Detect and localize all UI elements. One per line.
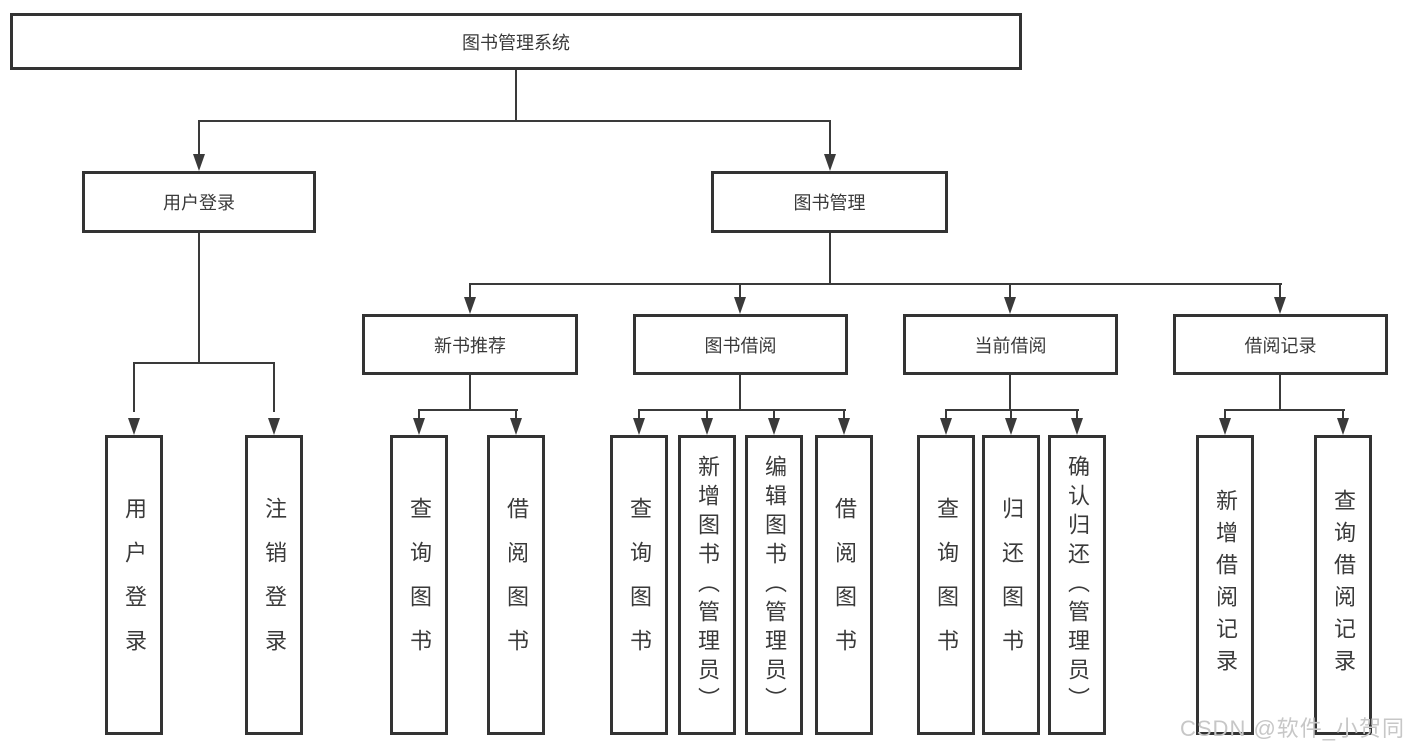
leaf-current-confirm-return: 确认归还（管理员） <box>1048 435 1106 735</box>
leaf-label: 归还图书 <box>999 497 1024 673</box>
leaf-recommend-borrow-book: 借阅图书 <box>487 435 545 735</box>
connector-line <box>829 233 831 285</box>
node-borrow-records: 借阅记录 <box>1173 314 1388 375</box>
leaf-label: 编辑图书（管理员） <box>762 454 787 716</box>
connector-line <box>198 120 831 122</box>
arrow-down-icon <box>633 418 645 435</box>
leaf-borrow-query-book: 查询图书 <box>610 435 668 735</box>
connector-line <box>515 70 517 121</box>
leaf-current-return-book: 归还图书 <box>982 435 1040 735</box>
leaf-records-add-record: 新增借阅记录 <box>1196 435 1254 735</box>
arrow-down-icon <box>734 297 746 314</box>
connector-line <box>198 120 200 158</box>
leaf-user-login: 用户登录 <box>105 435 163 735</box>
arrow-down-icon <box>268 418 280 435</box>
node-root-label: 图书管理系统 <box>462 32 570 53</box>
leaf-borrow-add-book: 新增图书（管理员） <box>678 435 736 735</box>
arrow-down-icon <box>768 418 780 435</box>
connector-line <box>706 409 708 421</box>
connector-line <box>515 409 517 421</box>
leaf-current-query-book: 查询图书 <box>917 435 975 735</box>
leaf-label: 新增借阅记录 <box>1213 489 1238 681</box>
connector-line <box>273 362 275 412</box>
leaf-records-query-record: 查询借阅记录 <box>1314 435 1372 735</box>
connector-line <box>1010 409 1012 421</box>
arrow-down-icon <box>1219 418 1231 435</box>
node-new-book-recommend: 新书推荐 <box>362 314 578 375</box>
node-new-book-recommend-label: 新书推荐 <box>434 335 506 356</box>
connector-line <box>773 409 775 421</box>
leaf-label: 确认归还（管理员） <box>1065 454 1090 716</box>
node-user-login: 用户登录 <box>82 171 316 233</box>
connector-line <box>829 120 831 158</box>
leaf-label: 查询图书 <box>627 497 652 673</box>
arrow-down-icon <box>1274 297 1286 314</box>
leaf-label: 查询借阅记录 <box>1331 489 1356 681</box>
arrow-down-icon <box>193 154 205 171</box>
leaf-label: 借阅图书 <box>504 497 529 673</box>
connector-line <box>739 283 741 301</box>
connector-line <box>1076 409 1078 421</box>
connector-line <box>739 375 741 411</box>
leaf-label: 用户登录 <box>122 497 147 673</box>
connector-line <box>418 409 420 421</box>
leaf-recommend-query-book: 查询图书 <box>390 435 448 735</box>
connector-line <box>945 409 947 421</box>
arrow-down-icon <box>838 418 850 435</box>
connector-line <box>1224 409 1345 411</box>
connector-line <box>1342 409 1344 421</box>
arrow-down-icon <box>1005 418 1017 435</box>
node-book-management: 图书管理 <box>711 171 948 233</box>
connector-line <box>1009 283 1011 301</box>
node-book-management-label: 图书管理 <box>793 193 866 213</box>
arrow-down-icon <box>464 297 476 314</box>
arrow-down-icon <box>128 418 140 435</box>
node-current-borrow: 当前借阅 <box>903 314 1118 375</box>
leaf-label: 查询图书 <box>407 497 432 673</box>
connector-line <box>1279 375 1281 411</box>
connector-line <box>133 362 275 364</box>
node-book-borrow-label: 图书借阅 <box>704 335 777 356</box>
connector-line <box>638 409 846 411</box>
leaf-logout: 注销登录 <box>245 435 303 735</box>
arrow-down-icon <box>824 154 836 171</box>
leaf-label: 新增图书（管理员） <box>695 454 720 716</box>
connector-line <box>843 409 845 421</box>
node-root: 图书管理系统 <box>10 13 1022 70</box>
leaf-borrow-edit-book: 编辑图书（管理员） <box>745 435 803 735</box>
arrow-down-icon <box>940 418 952 435</box>
node-book-borrow: 图书借阅 <box>633 314 848 375</box>
arrow-down-icon <box>1004 297 1016 314</box>
connector-line <box>945 409 1079 411</box>
connector-line <box>198 233 200 364</box>
arrow-down-icon <box>1071 418 1083 435</box>
arrow-down-icon <box>1337 418 1349 435</box>
connector-line <box>638 409 640 421</box>
node-current-borrow-label: 当前借阅 <box>974 335 1047 356</box>
connector-line <box>469 375 471 411</box>
connector-line <box>133 362 135 412</box>
connector-line <box>1224 409 1226 421</box>
connector-line <box>469 283 471 301</box>
watermark: CSDN @软件_小贺同学 <box>1180 716 1405 741</box>
leaf-label: 注销登录 <box>262 497 287 673</box>
arrow-down-icon <box>413 418 425 435</box>
leaf-borrow-borrow-book: 借阅图书 <box>815 435 873 735</box>
leaf-label: 借阅图书 <box>832 497 857 673</box>
connector-line <box>1279 283 1281 301</box>
node-user-login-label: 用户登录 <box>163 193 235 213</box>
connector-line <box>1009 375 1011 411</box>
node-borrow-records-label: 借阅记录 <box>1244 335 1317 356</box>
leaf-label: 查询图书 <box>934 497 959 673</box>
arrow-down-icon <box>510 418 522 435</box>
connector-line <box>469 283 1282 285</box>
connector-line <box>418 409 518 411</box>
arrow-down-icon <box>701 418 713 435</box>
